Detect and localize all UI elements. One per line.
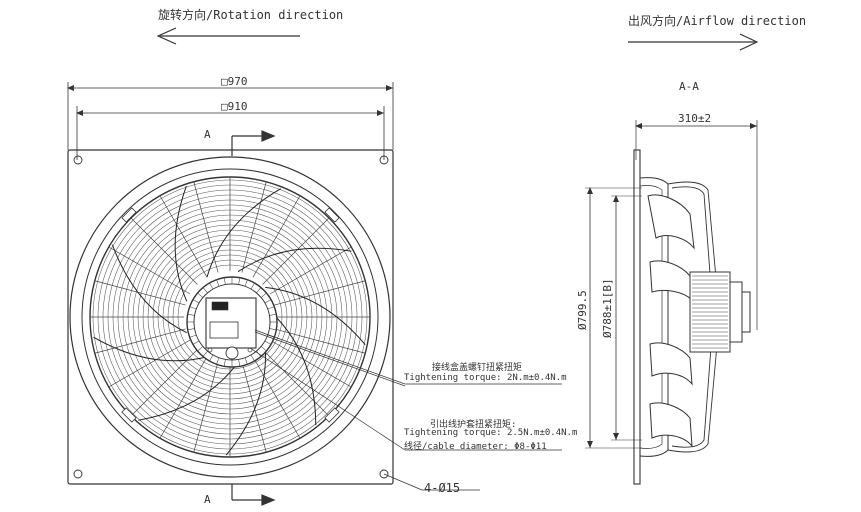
guard-clips: [121, 207, 340, 423]
dim-910-label: □910: [221, 100, 248, 113]
section-arrow-top: [231, 130, 276, 156]
torque2-en: Tightening torque: 2.5N.m±0.4N.m: [404, 428, 578, 438]
torque1-cn: 接线盒盖螺钉扭紧扭矩: [432, 363, 523, 373]
mount-hole-bl: [73, 469, 83, 479]
inlet-bell: [639, 177, 669, 457]
section-mark-top: A: [204, 128, 211, 141]
leader-lines: [249, 329, 562, 491]
dia-dims: [585, 187, 642, 449]
mounting-plate: [67, 149, 394, 485]
dim-910: [76, 106, 385, 160]
guard-spokes: [90, 177, 370, 457]
torque1-en: Tightening torque: 2N.m±0.4N.m: [404, 373, 567, 383]
section-view-title: A-A: [679, 80, 699, 93]
rotation-direction-label: 旋转方向/Rotation direction: [158, 8, 344, 22]
section-mark-bottom: A: [204, 493, 211, 506]
side-plate: [633, 149, 641, 485]
rotation-arrow: [156, 27, 300, 45]
inlet-ring-inner: [81, 168, 379, 466]
airflow-arrow: [628, 33, 759, 51]
airflow-direction-label: 出风方向/Airflow direction: [628, 14, 807, 28]
screw-1: [207, 347, 213, 353]
side-view: [585, 120, 758, 485]
terminal-box: [205, 297, 257, 349]
side-motor: [689, 271, 751, 353]
mount-hole-tl: [73, 155, 83, 165]
mount-hole-tr: [379, 155, 389, 165]
dim-970: [67, 82, 394, 150]
dia-outer-label: Ø799.5: [576, 290, 589, 330]
terminal-box-label: [211, 301, 229, 311]
front-view: [67, 149, 394, 485]
depth-dim-label: 310±2: [678, 112, 712, 125]
holes-label: 4-Ø15: [424, 481, 461, 495]
dim-970-label: □970: [221, 75, 248, 88]
terminal-block: [209, 321, 239, 339]
cable-diameter: 线径/cable diameter: Φ8-Φ11: [404, 442, 547, 452]
torque2-cn: 引出线护套扭紧扭矩:: [430, 420, 517, 430]
side-blades: [647, 194, 695, 448]
section-arrow-bottom: [231, 484, 276, 506]
cable-gland: [225, 346, 239, 360]
dia-inner-label: Ø788±1[B]: [601, 278, 614, 338]
fan-blades: [93, 185, 366, 456]
motor-fins: [187, 277, 277, 367]
inlet-ring-outer: [69, 156, 391, 478]
mount-hole-br: [379, 469, 389, 479]
